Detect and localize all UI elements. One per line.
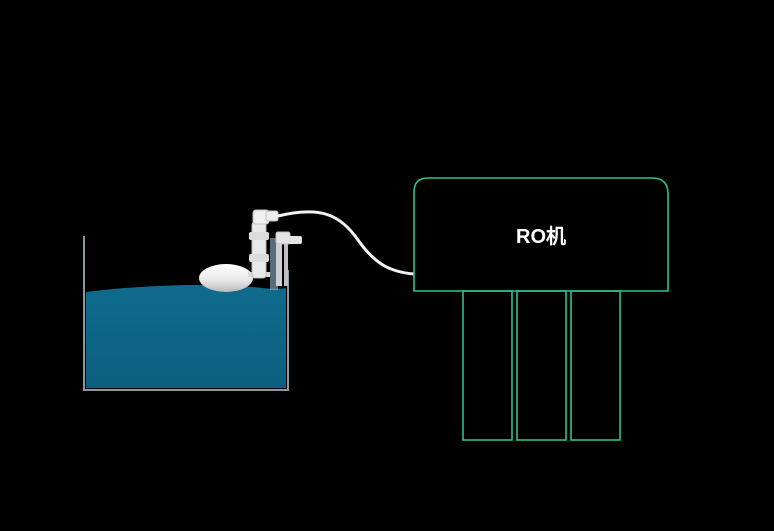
ro-unit — [413, 177, 669, 292]
filter-cartridge-3 — [570, 290, 621, 441]
filter-cartridge-2 — [516, 290, 567, 441]
tank-water — [86, 284, 286, 388]
float-valve-icon — [248, 209, 302, 290]
feed-pipe — [276, 210, 416, 276]
filter-cartridge-1 — [462, 290, 513, 441]
float-ball — [199, 264, 253, 292]
water-tank — [83, 236, 289, 391]
ro-unit-label: RO机 — [516, 224, 566, 248]
